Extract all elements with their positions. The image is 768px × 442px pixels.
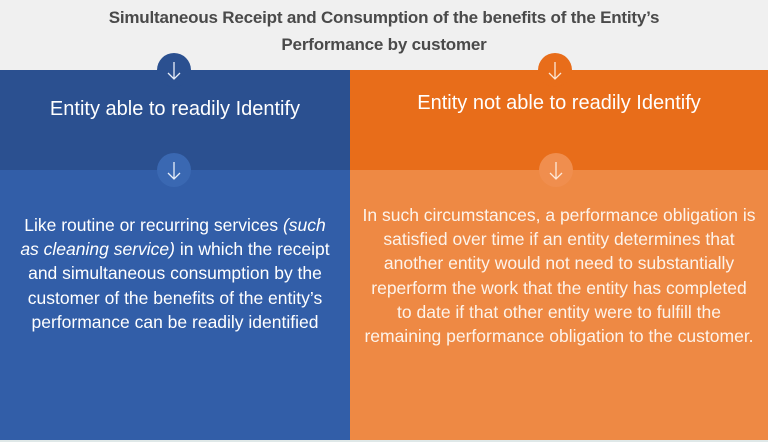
left-body-post: in which the receipt and simultaneous co… bbox=[27, 239, 330, 332]
arrow-down-icon bbox=[539, 153, 573, 187]
left-body-panel bbox=[0, 170, 350, 440]
right-body-panel bbox=[350, 170, 768, 440]
arrow-down-icon bbox=[538, 53, 572, 87]
left-body-example: (such as cleaning service) bbox=[20, 215, 326, 260]
arrow-down-icon bbox=[157, 153, 191, 187]
bottom-strip bbox=[0, 440, 768, 442]
arrow-down-icon bbox=[157, 53, 191, 87]
title-line-1: Simultaneous Receipt and Consumption of … bbox=[108, 8, 660, 27]
left-body-text: Like routine or recurring services (such… bbox=[15, 213, 335, 334]
diagram-title: Simultaneous Receipt and Consumption of … bbox=[0, 4, 768, 58]
left-heading: Entity able to readily Identify bbox=[49, 98, 301, 120]
title-line-2: Performance by customer bbox=[281, 35, 487, 54]
left-body-pre: Like routine or recurring services bbox=[24, 215, 283, 235]
right-heading: Entity not able to readily Identify bbox=[417, 92, 701, 114]
right-body-text: In such circumstances, a performance obl… bbox=[362, 205, 756, 347]
